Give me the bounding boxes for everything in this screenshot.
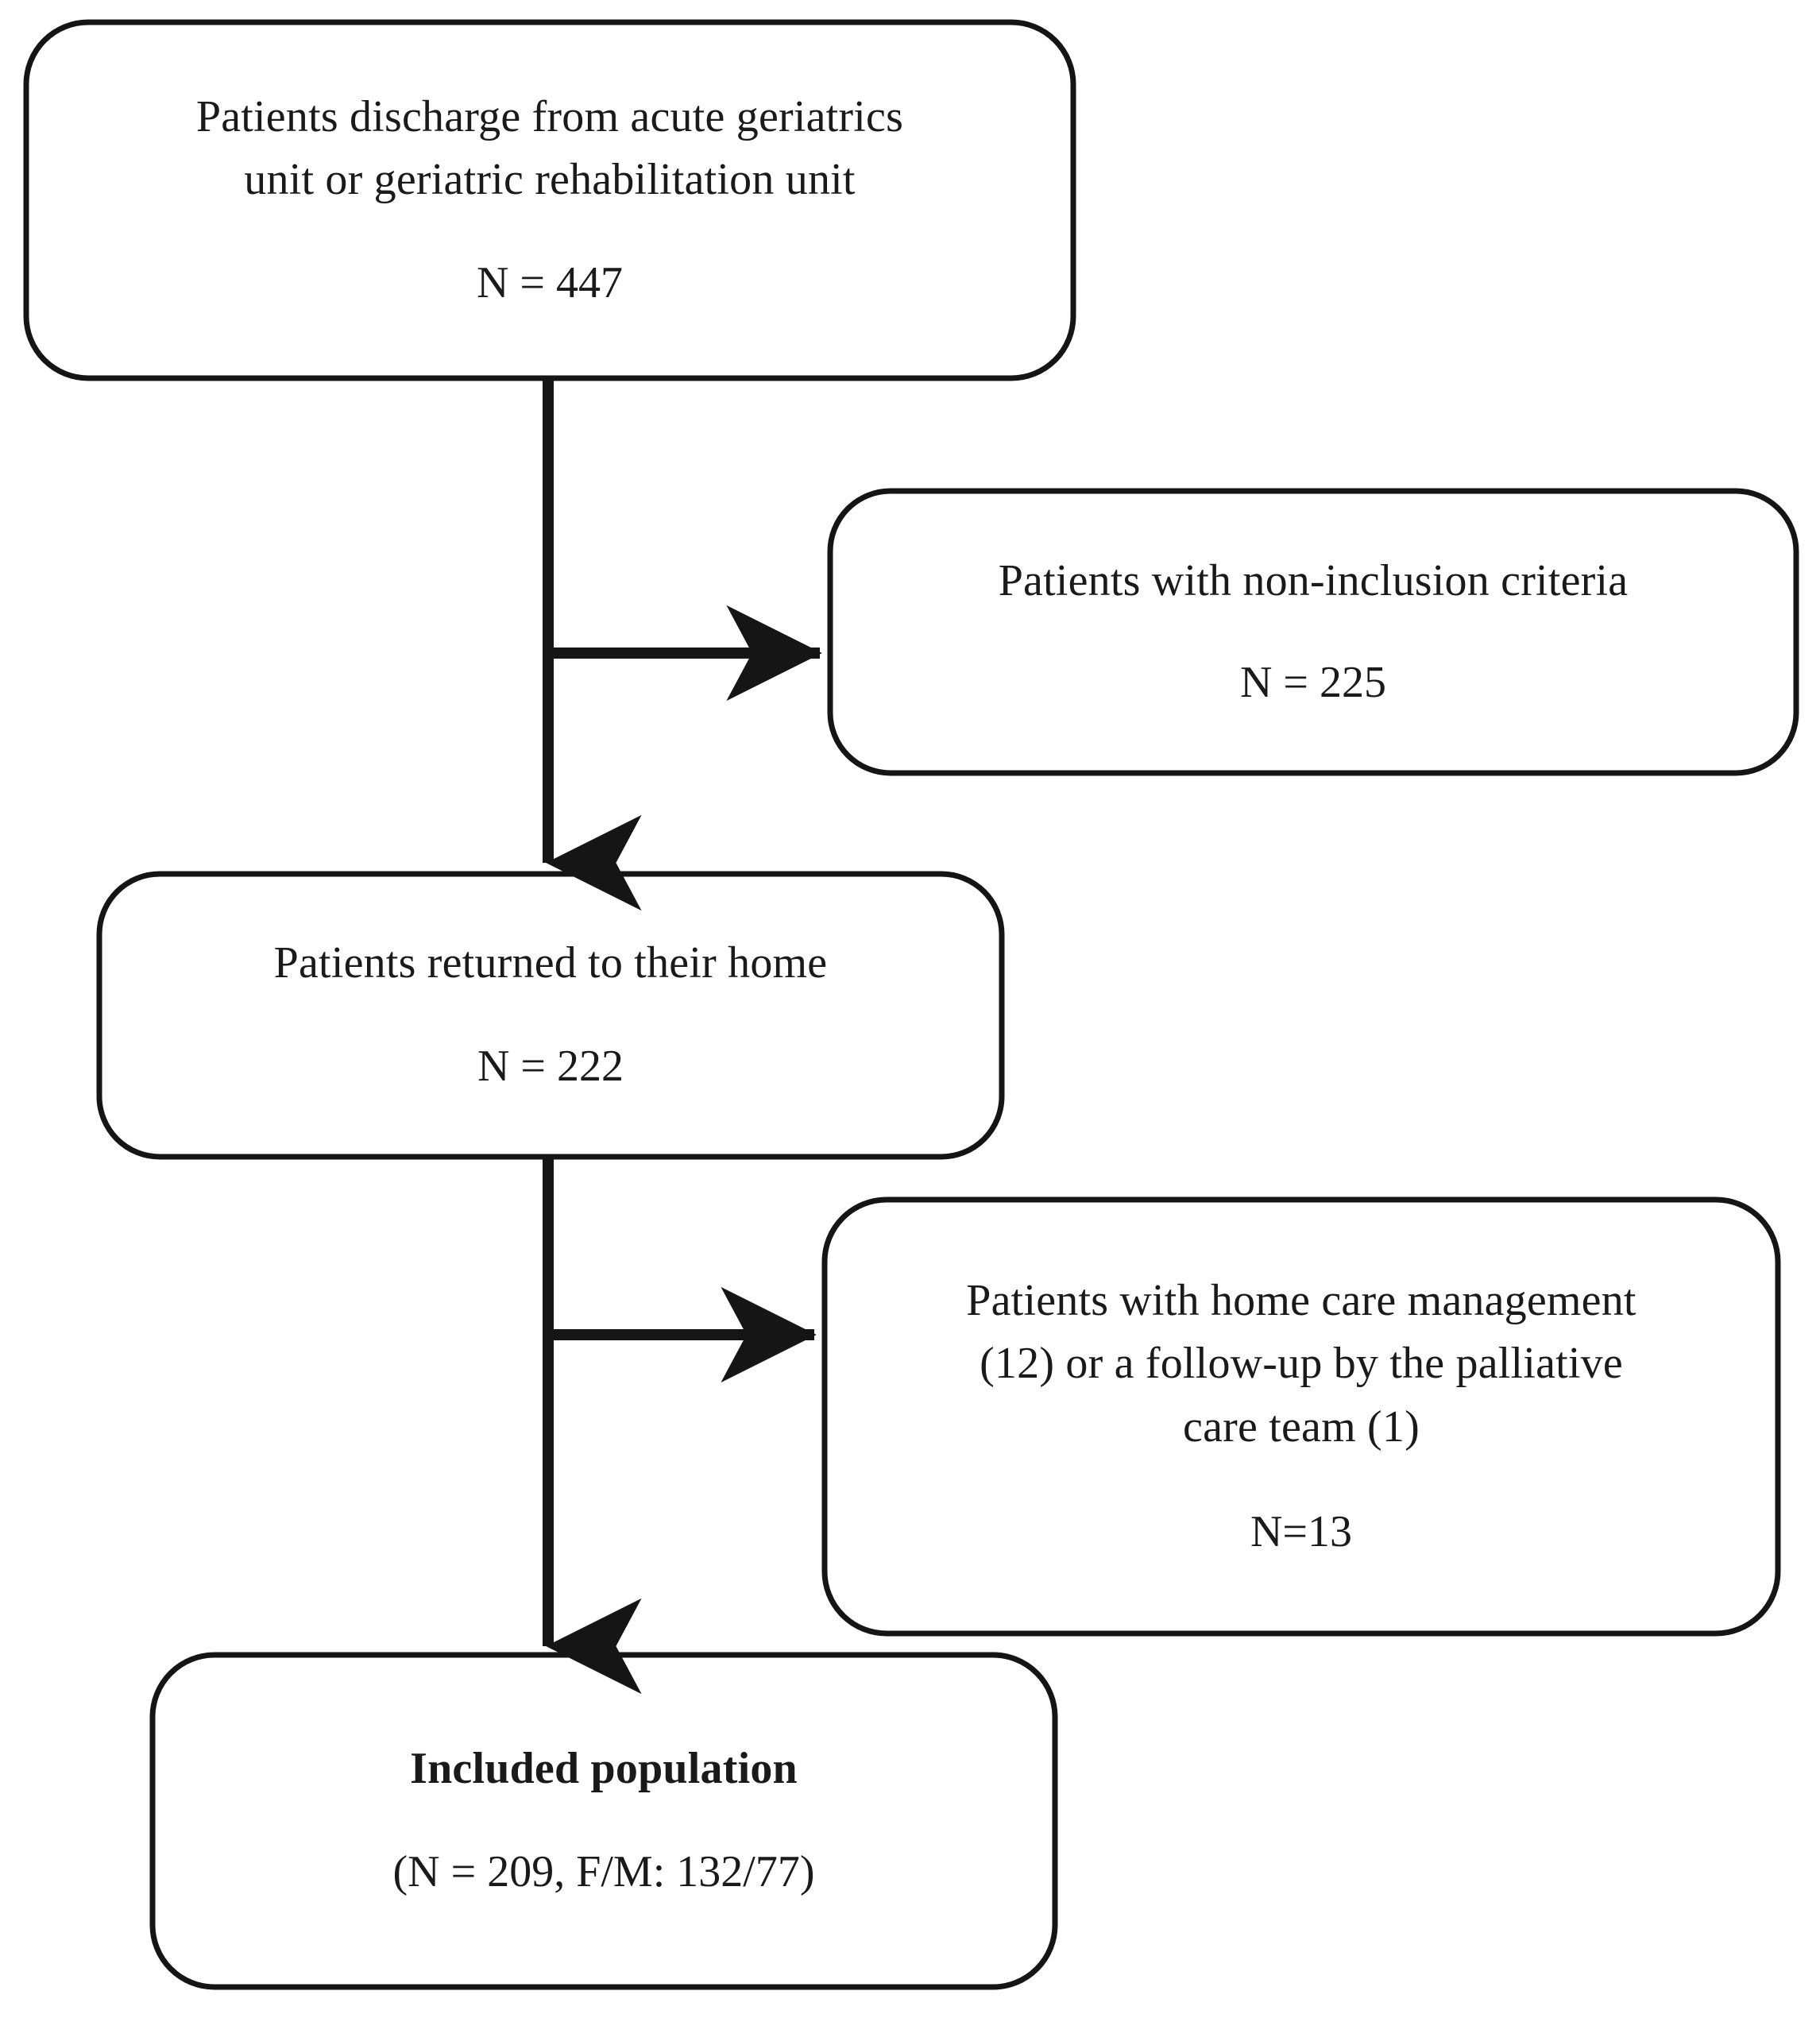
- node-excluded-homecare-count: N=13: [1250, 1506, 1353, 1556]
- node-box-excluded-noninclusion: [827, 488, 1799, 776]
- node-returned-home-count: N = 222: [477, 1042, 624, 1091]
- node-excluded-noninclusion: Patients with non-inclusion criteria N =…: [830, 491, 1796, 773]
- node-included-population: Included population (N = 209, F/M: 132/7…: [153, 1655, 1055, 1987]
- node-screened-line-2: unit or geriatric rehabilitation unit: [244, 155, 856, 205]
- node-returned-home-line-1: Patients returned to their home: [273, 938, 828, 988]
- node-box-excluded-homecare: [821, 1196, 1781, 1637]
- node-excluded-homecare-line-3: care team (1): [1183, 1402, 1420, 1452]
- node-excluded-homecare: Patients with home care management (12) …: [825, 1200, 1778, 1633]
- node-excluded-homecare-line-1: Patients with home care management: [966, 1275, 1636, 1325]
- node-included-population-count: (N = 209, F/M: 132/77): [392, 1847, 815, 1896]
- node-returned-home: Patients returned to their home N = 222: [99, 874, 1002, 1157]
- node-excluded-noninclusion-count: N = 225: [1239, 657, 1387, 707]
- node-excluded-homecare-line-2: (12) or a follow-up by the palliative: [980, 1339, 1623, 1389]
- node-screened-count: N = 447: [476, 257, 624, 307]
- node-screened-line-1: Patients discharge from acute geriatrics: [195, 91, 904, 141]
- node-screened: Patients discharge from acute geriatrics…: [26, 22, 1073, 378]
- node-included-population-line-1: Included population: [410, 1744, 798, 1794]
- node-excluded-noninclusion-line-1: Patients with non-inclusion criteria: [998, 555, 1629, 605]
